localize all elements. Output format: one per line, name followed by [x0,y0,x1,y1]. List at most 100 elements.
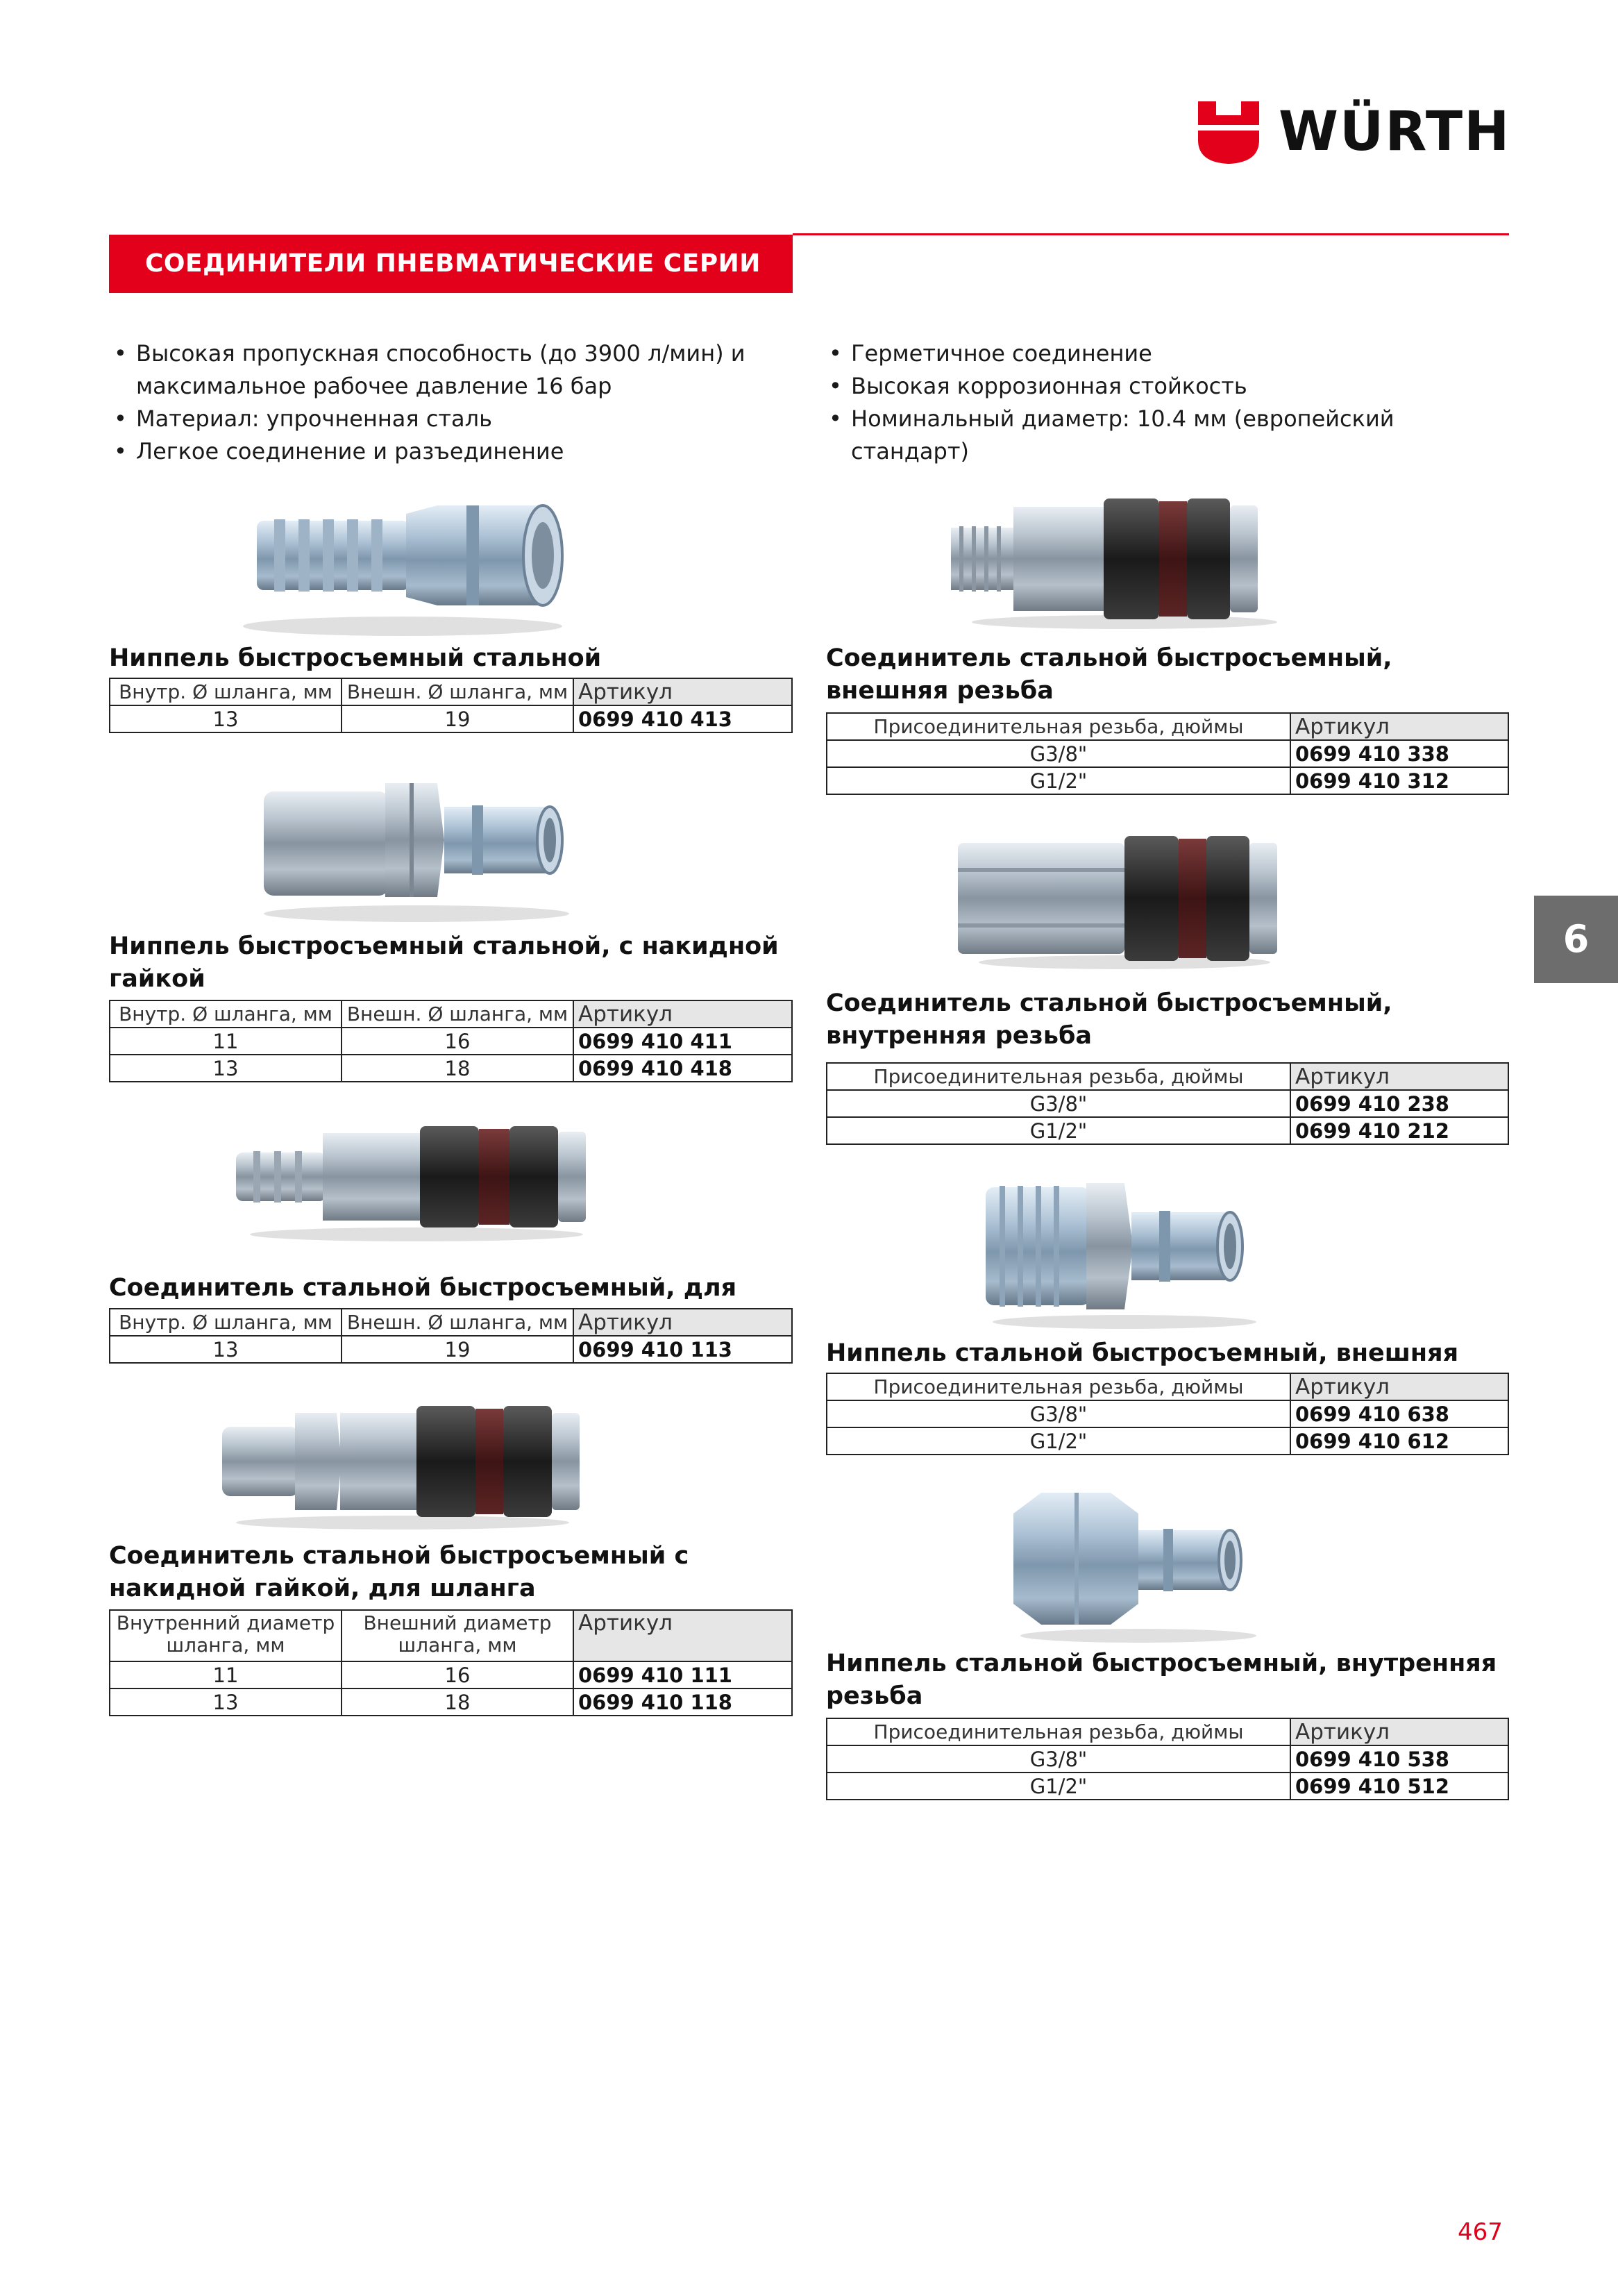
article-number: 0699 410 413 [573,705,793,733]
product-title: Соединитель стальной быстросъемный с нак… [109,1542,689,1602]
table-row: G1/2" 0699 410 312 [826,766,1509,795]
feature-item: Высокая пропускная способность (до 3900 … [111,337,777,403]
product-photo-coupler-male-thread [951,498,1277,629]
article-number: 0699 410 118 [573,1688,793,1716]
product-table: Присоединительная резьба, дюймы Артикул … [826,1373,1509,1455]
product-title: Соединитель стальной быстросъемный, внут… [826,989,1392,1050]
article-number: 0699 410 111 [573,1661,793,1689]
table-cell: G3/8" [826,1089,1291,1118]
table-row: 13 18 0699 410 418 [109,1054,793,1082]
product-table: Присоединительная резьба, дюймы Артикул … [826,1062,1509,1145]
product-table: Внутр. Ø шланга, мм Внешн. Ø шланга, мм … [109,1308,793,1364]
header-rule [793,233,1509,235]
chapter-tab-label: 6 [1562,917,1590,961]
product-title: Ниппель быстросъемный стальной [109,644,602,672]
product-photo-nipple-female-thread [1013,1493,1256,1643]
table-row: G3/8" 0699 410 238 [826,1089,1509,1118]
table-cell: 13 [109,1335,342,1364]
table-header: Внутр. Ø шланга, мм [109,1308,342,1336]
article-number: 0699 410 612 [1290,1427,1509,1455]
section-header: СОЕДИНИТЕЛИ ПНЕВМАТИЧЕСКИЕ СЕРИИ S4000 [109,235,793,336]
product-title: Соединитель стальной быстросъемный, внеш… [826,644,1392,705]
table-cell: 18 [341,1688,574,1716]
chapter-tab[interactable]: 6 [1534,896,1618,983]
table-cell: G1/2" [826,1116,1291,1145]
article-number: 0699 410 512 [1290,1772,1509,1800]
feature-item: Герметичное соединение [826,337,1513,370]
article-number: 0699 410 212 [1290,1116,1509,1145]
brand-name: WÜRTH [1279,101,1511,163]
table-header: Присоединительная резьба, дюймы [826,1062,1291,1091]
table-row: 11 16 0699 410 111 [109,1661,793,1689]
table-header: Внутренний диаметр шланга, мм [109,1609,342,1662]
article-number: 0699 410 538 [1290,1745,1509,1773]
feature-item: Легкое соединение и разъединение [111,435,777,468]
table-header: Артикул [573,1609,793,1662]
table-row: 13 19 0699 410 113 [109,1335,793,1364]
product-table: Присоединительная резьба, дюймы Артикул … [826,1718,1509,1800]
table-header: Артикул [1290,712,1509,741]
table-cell: 19 [341,1335,574,1364]
article-number: 0699 410 338 [1290,739,1509,768]
product-table: Внутр. Ø шланга, мм Внешн. Ø шланга, мм … [109,678,793,733]
article-number: 0699 410 411 [573,1027,793,1055]
feature-item: Высокая коррозионная стойкость [826,370,1513,403]
table-cell: G3/8" [826,739,1291,768]
product-photo-coupler-female-thread [958,836,1277,969]
table-row: G1/2" 0699 410 512 [826,1772,1509,1800]
features-right: Герметичное соединение Высокая коррозион… [826,337,1513,468]
article-number: 0699 410 312 [1290,766,1509,795]
table-cell: 16 [341,1661,574,1689]
table-cell: 13 [109,1688,342,1716]
table-row: G3/8" 0699 410 538 [826,1745,1509,1773]
table-cell: G3/8" [826,1745,1291,1773]
table-cell: G1/2" [826,1772,1291,1800]
article-number: 0699 410 238 [1290,1089,1509,1118]
feature-item: Материал: упрочненная сталь [111,403,777,435]
table-cell: 18 [341,1054,574,1082]
product-photo-coupler-nut-hose [222,1406,580,1530]
table-header: Присоединительная резьба, дюймы [826,1373,1291,1401]
table-header: Внешний диаметр шланга, мм [341,1609,574,1662]
table-header: Артикул [1290,1718,1509,1746]
product-table: Внутр. Ø шланга, мм Внешн. Ø шланга, мм … [109,1000,793,1082]
table-cell: 19 [341,705,574,733]
table-header: Внутр. Ø шланга, мм [109,678,342,706]
article-number: 0699 410 113 [573,1335,793,1364]
table-header: Присоединительная резьба, дюймы [826,1718,1291,1746]
table-row: G1/2" 0699 410 612 [826,1427,1509,1455]
article-number: 0699 410 418 [573,1054,793,1082]
table-row: 13 19 0699 410 413 [109,705,793,733]
table-header: Внутр. Ø шланга, мм [109,1000,342,1028]
article-number: 0699 410 638 [1290,1400,1509,1428]
wurth-logo: WÜRTH [1195,97,1515,167]
features-left: Высокая пропускная способность (до 3900 … [111,337,777,468]
table-cell: 16 [341,1027,574,1055]
page-number: 467 [1458,2218,1503,2246]
table-cell: G1/2" [826,1427,1291,1455]
table-row: G1/2" 0699 410 212 [826,1116,1509,1145]
product-table: Присоединительная резьба, дюймы Артикул … [826,712,1509,795]
table-header: Внешн. Ø шланга, мм [341,678,574,706]
section-title: СОЕДИНИТЕЛИ ПНЕВМАТИЧЕСКИЕ СЕРИИ S4000 [145,249,761,336]
table-header: Внешн. Ø шланга, мм [341,1308,574,1336]
table-header: Присоединительная резьба, дюймы [826,712,1291,741]
table-row: 11 16 0699 410 411 [109,1027,793,1055]
table-row: G3/8" 0699 410 338 [826,739,1509,768]
wurth-emblem-icon [1198,101,1259,164]
table-cell: 13 [109,1054,342,1082]
table-header: Артикул [573,1000,793,1028]
table-header: Артикул [1290,1062,1509,1091]
product-photo-hose-nipple [243,504,564,636]
table-header: Артикул [573,1308,793,1336]
table-header: Артикул [1290,1373,1509,1401]
product-photo-coupler-hose [236,1126,586,1241]
product-title: Ниппель быстросъемный стальной, с накидн… [109,932,779,993]
table-row: G3/8" 0699 410 638 [826,1400,1509,1428]
table-cell: 11 [109,1661,342,1689]
product-table: Внутренний диаметр шланга, мм Внешний ди… [109,1609,793,1716]
table-cell: G3/8" [826,1400,1291,1428]
table-header: Артикул [573,678,793,706]
product-title: Ниппель стальной быстросъемный, внутренн… [826,1650,1497,1710]
feature-item: Номинальный диаметр: 10.4 мм (европейски… [826,403,1513,468]
